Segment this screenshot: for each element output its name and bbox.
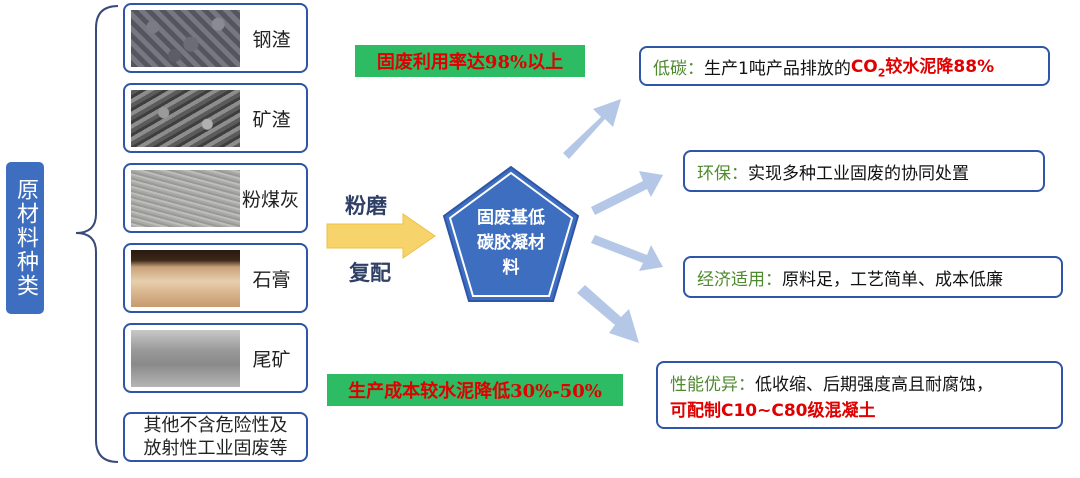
core-pentagon xyxy=(442,165,580,302)
raw-material-types-label: 原材料种类 xyxy=(6,162,44,314)
core-material-label: 固废基低 碳胶凝材 料 xyxy=(450,206,572,281)
slag-photo xyxy=(131,90,240,147)
other-line-1: 其他不含危险性及 xyxy=(143,415,288,436)
arrow-to-environment xyxy=(591,171,663,215)
core-line-3: 料 xyxy=(502,258,520,278)
arrow-to-economic xyxy=(591,235,663,271)
compounding-label: 复配 xyxy=(349,261,391,285)
utilization-rate-badge: 固废利用率达98%以上 xyxy=(355,45,585,77)
core-line-1: 固废基低 xyxy=(477,208,545,228)
benefit-heading: 性能优异： xyxy=(670,375,755,395)
left-brace xyxy=(75,5,119,463)
benefit-environment: 环保： 实现多种工业固废的协同处置 xyxy=(683,150,1045,192)
material-label: 粉煤灰 xyxy=(241,188,299,211)
gypsum-photo xyxy=(131,250,240,307)
co2-highlight: CO2较水泥降88% xyxy=(850,57,995,80)
material-label: 石膏 xyxy=(252,268,291,291)
material-slag: 矿渣 xyxy=(123,83,308,153)
material-tailings: 尾矿 xyxy=(123,323,308,393)
grinding-label: 粉磨 xyxy=(345,194,387,218)
benefit-performance: 性能优异：低收缩、后期强度高且耐腐蚀， 可配制C10~C80级混凝土 xyxy=(656,361,1063,429)
tailings-photo xyxy=(131,330,240,387)
benefit-text: 实现多种工业固废的协同处置 xyxy=(748,163,969,184)
other-line-2: 放射性工业固废等 xyxy=(143,438,288,459)
benefit-text: 生产1吨产品排放的 xyxy=(704,58,851,79)
arrow-to-performance xyxy=(577,285,639,343)
cost-reduction-badge: 生产成本较水泥降低30%-50% xyxy=(327,374,623,406)
fly-ash-photo xyxy=(131,170,240,227)
benefit-economic: 经济适用： 原料足，工艺简单、成本低廉 xyxy=(683,256,1063,298)
benefit-heading: 环保： xyxy=(697,163,748,184)
material-other: 其他不含危险性及 放射性工业固废等 xyxy=(123,412,308,462)
benefit-text: 原料足，工艺简单、成本低廉 xyxy=(782,269,1003,290)
material-label: 钢渣 xyxy=(252,28,291,51)
steel-slag-photo xyxy=(131,10,240,67)
output-arrows xyxy=(563,99,663,343)
benefit-heading: 低碳： xyxy=(653,58,704,79)
arrow-to-low-carbon xyxy=(563,99,621,159)
material-label: 矿渣 xyxy=(252,108,291,131)
process-arrow xyxy=(326,213,436,259)
material-label: 尾矿 xyxy=(252,348,291,371)
core-line-2: 碳胶凝材 xyxy=(477,233,545,253)
benefit-text: 低收缩、后期强度高且耐腐蚀， xyxy=(755,375,993,395)
concrete-grade-highlight: 可配制C10~C80级混凝土 xyxy=(670,401,876,421)
material-fly-ash: 粉煤灰 xyxy=(123,163,308,233)
material-steel-slag: 钢渣 xyxy=(123,3,308,73)
benefit-heading: 经济适用： xyxy=(697,269,782,290)
material-gypsum: 石膏 xyxy=(123,243,308,313)
benefit-low-carbon: 低碳： 生产1吨产品排放的 CO2较水泥降88% xyxy=(639,46,1050,86)
